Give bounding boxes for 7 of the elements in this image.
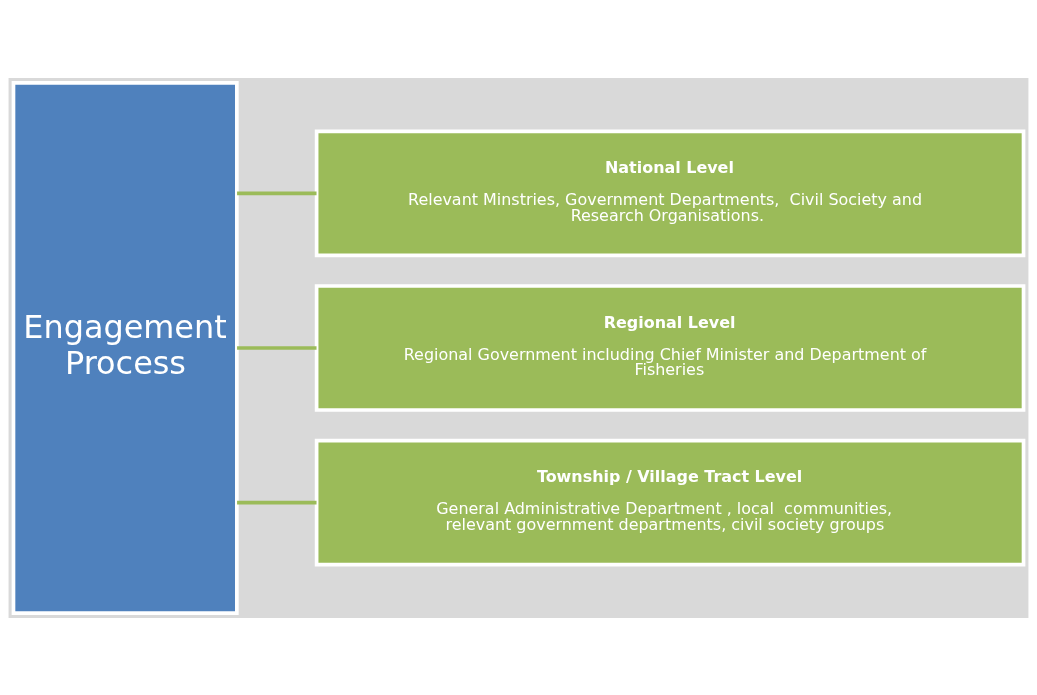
node-box: Regional Level Regional Government including Chief Minister and Department of Fisheries xyxy=(314,283,1026,412)
connector xyxy=(237,191,317,195)
node-box: National Level Relevant Minstries, Government Departments, Civil Society and Research Organisations. xyxy=(314,129,1026,257)
connector xyxy=(237,500,317,504)
node-box: Township / Village Tract Level General Administrative Department , local communities, relevant government departments, civil society groups xyxy=(314,438,1026,566)
connector xyxy=(237,345,317,350)
node-box: Engagement Process xyxy=(11,80,239,615)
